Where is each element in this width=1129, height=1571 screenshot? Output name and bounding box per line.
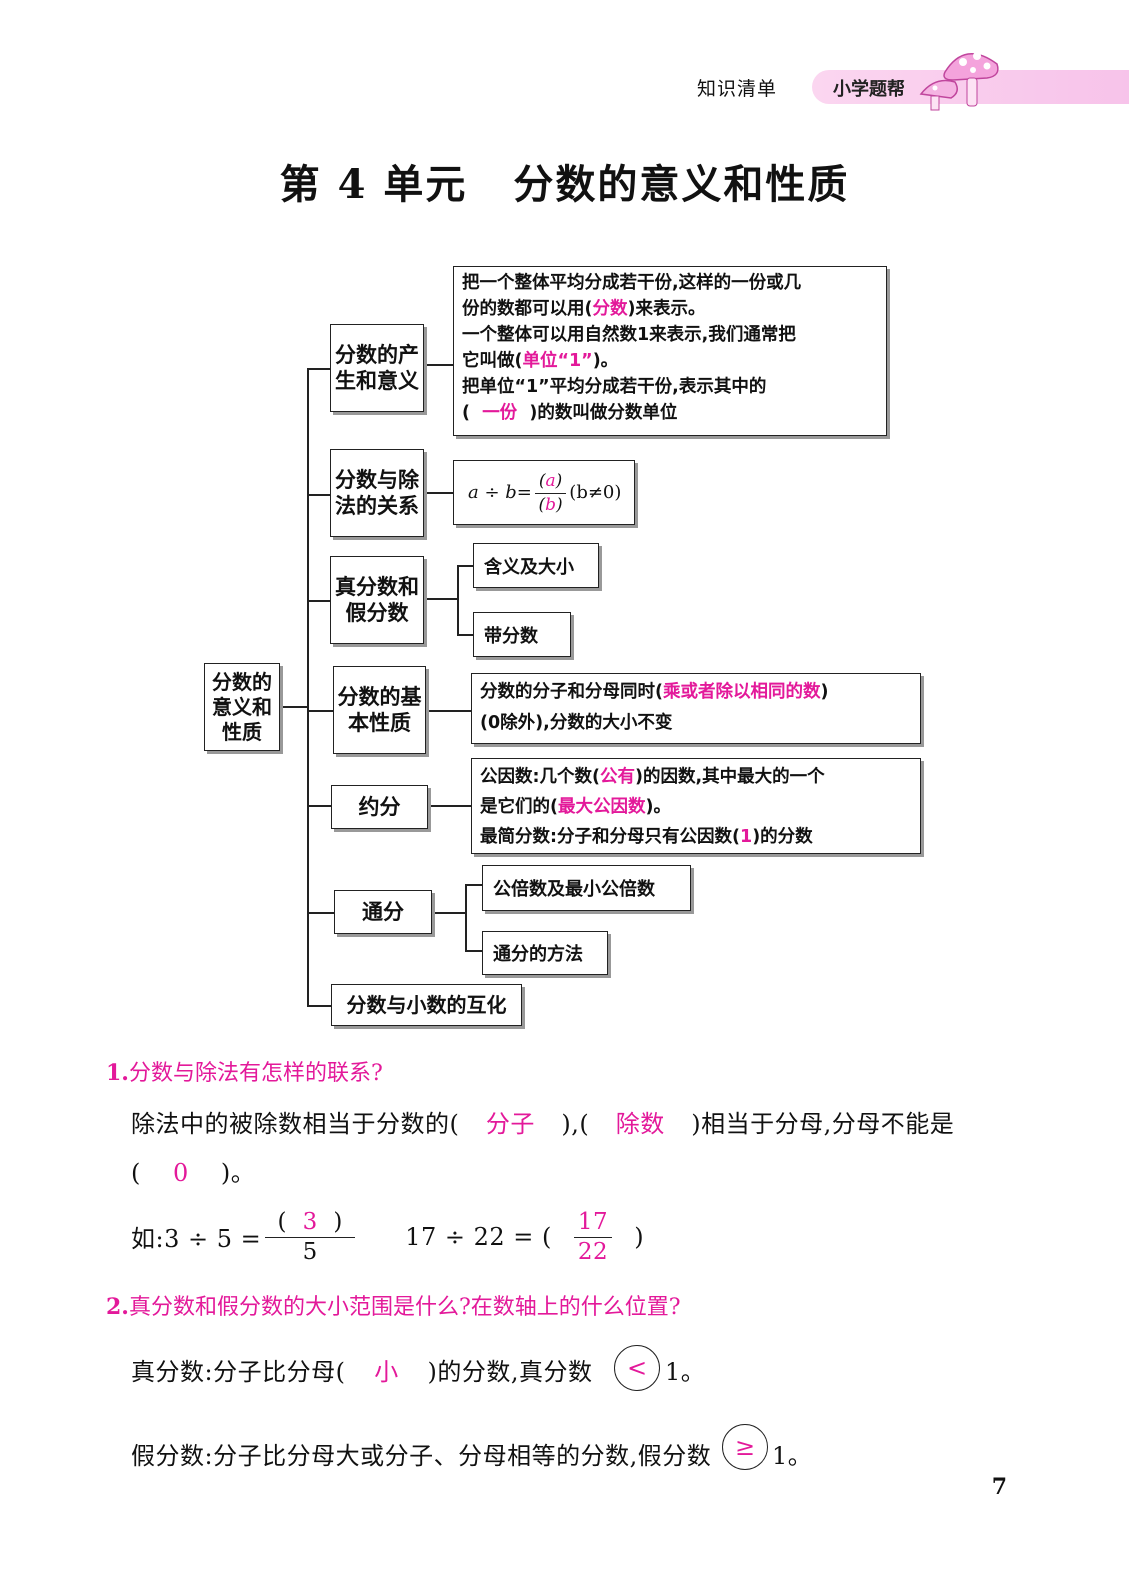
connector	[426, 710, 472, 712]
answer: 单位“1”	[522, 351, 593, 371]
q2-proper-line: 真分数:分子比分母(小)的分数,真分数	[131, 1352, 592, 1387]
connector	[457, 565, 473, 567]
mindmap-root: 分数的意义和性质	[204, 663, 280, 751]
detail-origin-meaning: 把一个整体平均分成若干份,这样的一份或几 份的数都可以用(分数)来表示。 一个整…	[453, 266, 887, 436]
q2-improper-line: 假分数:分子比分母大或分子、分母相等的分数,假分数	[131, 1442, 712, 1470]
question-1: 1.分数与除法有怎样的联系?	[106, 1060, 383, 1086]
connector	[457, 565, 459, 635]
answer: 乘或者除以相同的数	[663, 682, 821, 702]
q1-answer-line2: (0)。	[131, 1159, 256, 1187]
comparison-circle-geq: ≥	[722, 1424, 768, 1470]
example-1-fraction: ( 3 ) 5	[265, 1207, 356, 1266]
category-proper-improper: 真分数和假分数	[330, 556, 424, 644]
connector	[307, 710, 333, 712]
category-common-denominator: 通分	[334, 890, 432, 934]
answer: 一份	[482, 403, 518, 423]
answer: 最大公因数	[558, 797, 646, 817]
connector	[424, 492, 454, 494]
leaf-mixed-number: 带分数	[473, 612, 571, 657]
category-division-relation: 分数与除法的关系	[330, 449, 424, 537]
connector	[307, 1005, 331, 1007]
answer: 0	[172, 1159, 189, 1187]
connector	[307, 494, 331, 496]
connector	[281, 706, 308, 708]
formula-left: a ÷ b=	[468, 482, 532, 503]
connector	[432, 912, 466, 914]
category-fraction-decimal: 分数与小数的互化	[331, 984, 522, 1026]
q2-improper-end: 1。	[772, 1442, 813, 1470]
connector	[307, 600, 331, 602]
connector	[307, 805, 331, 807]
unit-topic: 分数的意义和性质	[513, 161, 850, 208]
q1-answer-line1: 除法中的被除数相当于分数的(分子),(除数)相当于分母,分母不能是	[131, 1104, 954, 1139]
connector	[307, 912, 334, 914]
q1-example: 如:3 ÷ 5 = ( 3 ) 5 17 ÷ 22 = ( 17 22 )	[131, 1207, 645, 1266]
unit-label: 第 4 单元	[279, 161, 468, 208]
leaf-meaning-size: 含义及大小	[473, 543, 599, 588]
example-2-left: 17 ÷ 22 = (	[405, 1222, 552, 1251]
connector	[424, 598, 458, 600]
formula-condition: (b≠0)	[569, 482, 622, 503]
connector	[457, 634, 473, 636]
header-section: 知识清单	[697, 78, 778, 100]
answer: 分子	[485, 1110, 535, 1138]
connector	[465, 884, 467, 950]
answer: 除数	[615, 1110, 665, 1138]
page-number: 7	[991, 1474, 1007, 1500]
answer: 小	[374, 1358, 399, 1386]
question-2: 2.真分数和假分数的大小范围是什么?在数轴上的什么位置?	[106, 1294, 681, 1320]
answer: 分数	[592, 299, 628, 319]
leaf-common-multiple: 公倍数及最小公倍数	[482, 865, 691, 911]
connector	[428, 805, 472, 807]
connector	[307, 368, 331, 370]
connector	[465, 884, 482, 886]
category-basic-property: 分数的基本性质	[333, 666, 426, 754]
answer: 1	[740, 827, 753, 847]
category-origin-meaning: 分数的产生和意义	[330, 324, 424, 412]
detail-reduction: 公因数:几个数(公有)的因数,其中最大的一个 是它们的(最大公因数)。 最简分数…	[471, 758, 921, 854]
example-1-left: 如:3 ÷ 5 =	[131, 1225, 262, 1253]
header-brand: 小学题帮	[833, 79, 905, 100]
detail-basic-property: 分数的分子和分母同时(乘或者除以相同的数) (0除外),分数的大小不变	[471, 673, 921, 744]
mushroom-icon	[919, 52, 999, 111]
leaf-method: 通分的方法	[482, 931, 608, 975]
example-2-fraction: 17 22	[573, 1207, 613, 1266]
answer: 公有	[600, 767, 635, 787]
q2-proper-end: 1。	[665, 1358, 706, 1386]
connector	[307, 368, 309, 1006]
page-title: 第 4 单元分数的意义和性质	[0, 152, 1129, 210]
formula-box: a ÷ b= (a) (b) (b≠0)	[453, 460, 635, 525]
connector	[465, 950, 482, 952]
category-reduction: 约分	[331, 785, 428, 829]
comparison-circle-less: <	[614, 1345, 660, 1391]
formula-fraction: (a) (b)	[534, 469, 567, 516]
connector	[424, 364, 454, 366]
